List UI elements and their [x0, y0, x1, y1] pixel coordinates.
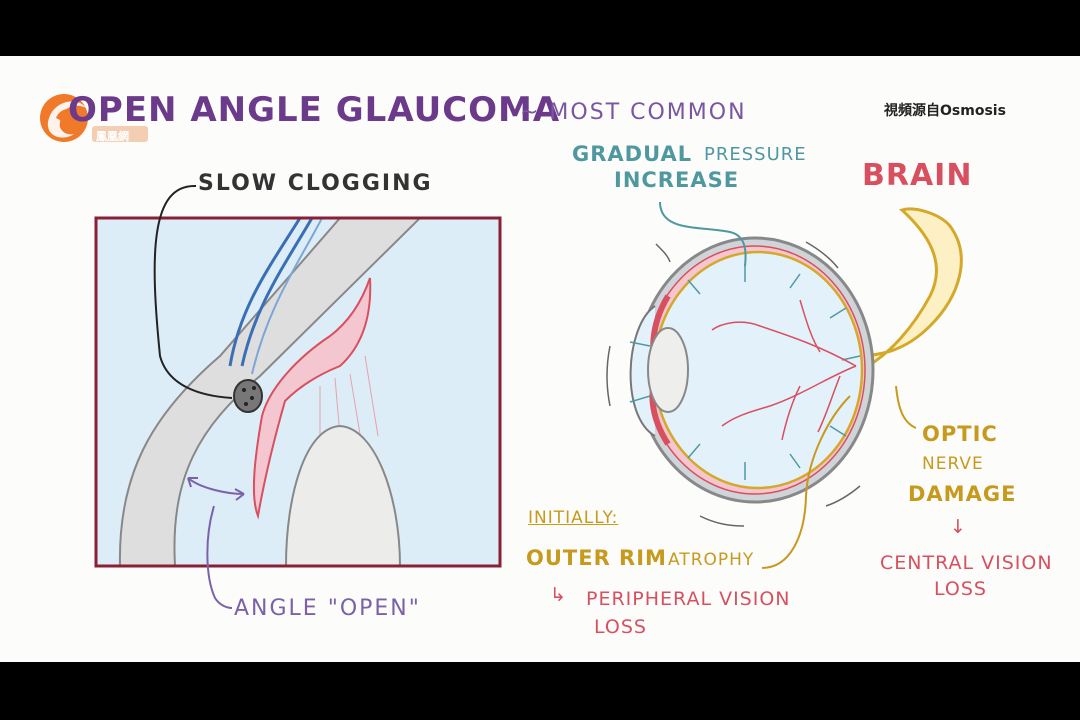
phoenix-logo-icon	[40, 94, 148, 142]
diagram-subtitle: ~ MOST COMMON	[520, 100, 747, 125]
down-arrow-icon: ↓	[950, 516, 967, 538]
pressure-label-line2: INCREASE	[614, 168, 740, 192]
pressure-label-line1b: PRESSURE	[704, 144, 807, 165]
diagram-title: OPEN ANGLE GLAUCOMA	[68, 90, 561, 130]
outer-rim-label: OUTER RIM	[526, 546, 667, 570]
central-vision-label-line2: LOSS	[934, 578, 987, 600]
peripheral-vision-label-line1: PERIPHERAL VISION	[586, 588, 791, 610]
peripheral-vision-label-line2: LOSS	[594, 616, 647, 638]
slow-clogging-label: SLOW CLOGGING	[198, 171, 433, 196]
pressure-label-line1: GRADUAL	[572, 142, 693, 166]
brain-label: BRAIN	[862, 158, 973, 193]
slide-canvas: OPEN ANGLE GLAUCOMA ~ MOST COMMON 視頻源自Os…	[0, 56, 1080, 662]
angle-open-label: ANGLE "OPEN"	[234, 596, 421, 621]
anterior-chamber-diagram	[94, 184, 502, 609]
atrophy-label: ATROPHY	[668, 550, 755, 570]
eye-cross-section-diagram	[606, 201, 963, 569]
logo-text: 鳳凰網	[96, 130, 129, 143]
peripheral-arrow-icon: ↳	[550, 584, 567, 606]
optic-label-line3: DAMAGE	[908, 482, 1017, 506]
diagram-drawings	[40, 94, 963, 609]
initially-label: INITIALLY:	[528, 508, 619, 528]
central-vision-label-line1: CENTRAL VISION	[880, 552, 1053, 574]
source-watermark: 視頻源自Osmosis	[884, 103, 1006, 119]
optic-label-line1: OPTIC	[922, 422, 998, 446]
optic-label-line2: NERVE	[922, 454, 984, 474]
